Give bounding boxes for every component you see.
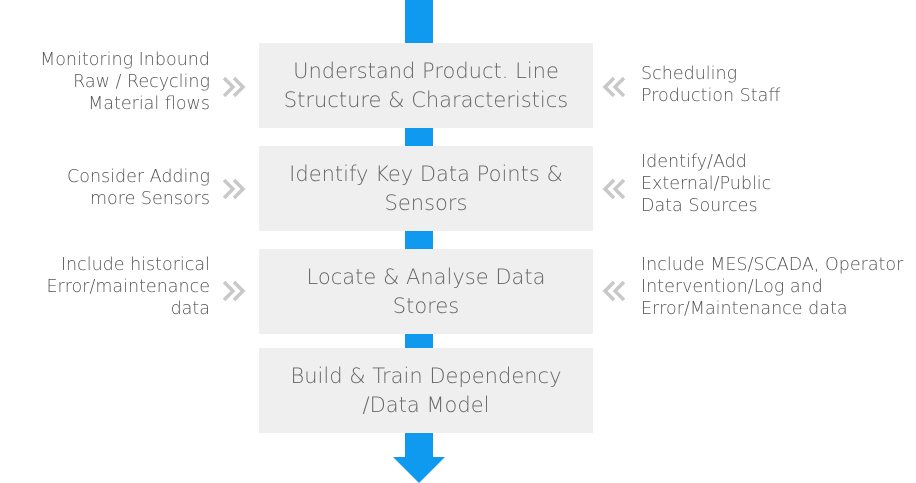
double-chevron-right-icon: [220, 174, 250, 204]
step-build-train-model: Build & Train Dependency /Data Model: [259, 348, 593, 433]
flow-line-bottom: [405, 433, 433, 459]
step-locate-analyse-data-stores: Locate & Analyse Data Stores: [259, 249, 593, 334]
double-chevron-left-icon: [598, 276, 628, 306]
double-chevron-left-icon: [598, 72, 628, 102]
flow-line-top: [405, 0, 433, 43]
left-note-monitoring-inbound: Monitoring Inbound Raw / Recycling Mater…: [40, 50, 210, 114]
left-note-historical-data: Include historical Error/maintenance dat…: [46, 255, 210, 319]
step-label: Understand Product. Line Structure & Cha…: [283, 58, 569, 112]
right-note-scheduling: Scheduling Production Staff: [641, 64, 781, 106]
down-arrow-icon: [393, 457, 445, 483]
double-chevron-right-icon: [220, 72, 250, 102]
step-label: Build & Train Dependency /Data Model: [290, 363, 562, 417]
left-note-consider-sensors: Consider Adding more Sensors: [67, 167, 210, 209]
right-note-external-sources: Identify/Add External/Public Data Source…: [641, 152, 772, 216]
right-note-mes-scada: Include MES/SCADA, Operator Intervention…: [641, 255, 904, 319]
flow-line-2: [405, 231, 433, 249]
double-chevron-right-icon: [220, 276, 250, 306]
step-label: Identify Key Data Points & Sensors: [289, 161, 563, 215]
step-identify-key-data-points: Identify Key Data Points & Sensors: [259, 146, 593, 231]
flow-line-3: [405, 334, 433, 348]
step-label: Locate & Analyse Data Stores: [306, 264, 546, 318]
flow-line-1: [405, 128, 433, 146]
step-understand-product-line: Understand Product. Line Structure & Cha…: [259, 43, 593, 128]
double-chevron-left-icon: [598, 174, 628, 204]
